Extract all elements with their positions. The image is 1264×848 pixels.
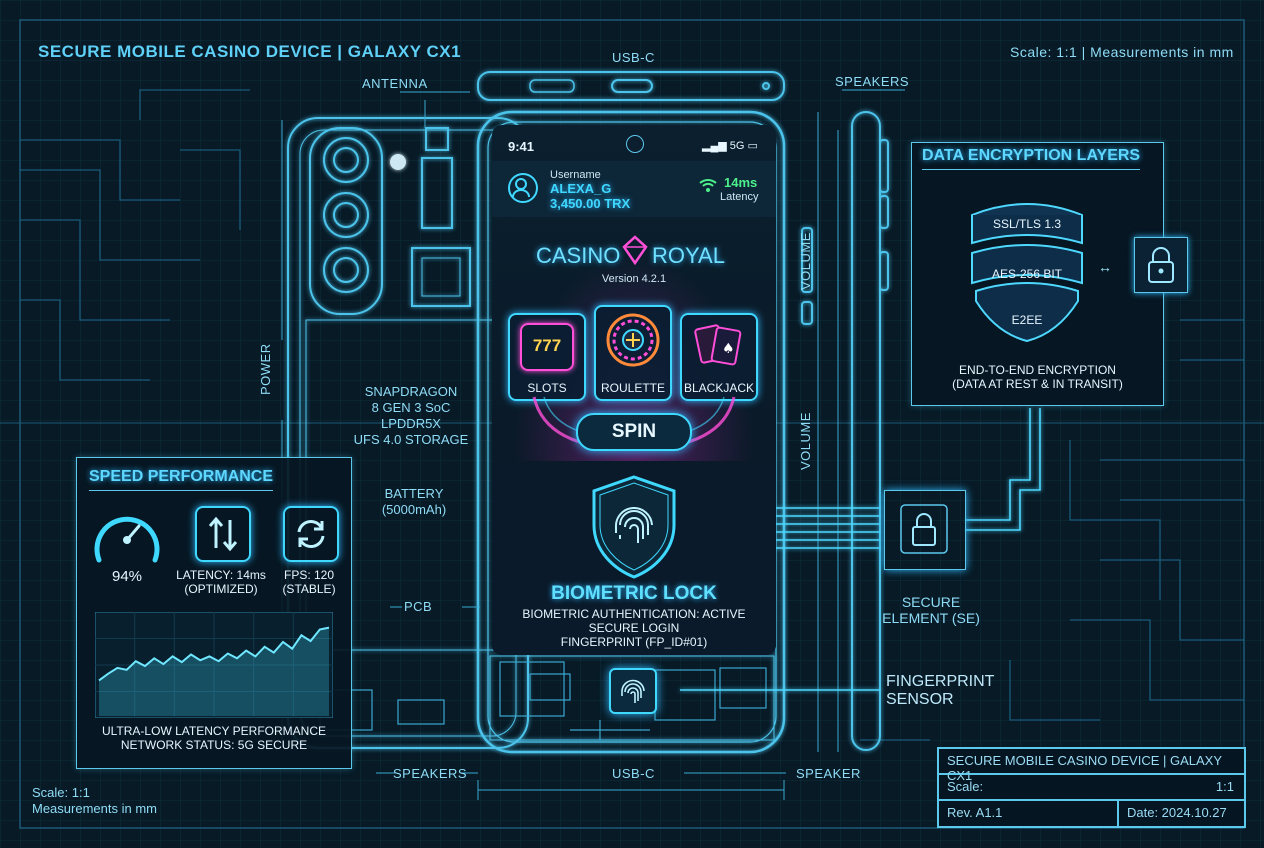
latency-value: 14ms [724,175,758,190]
layer-aes: AES-256 BIT [991,267,1063,281]
volume-down-label: VOLUME [798,412,813,470]
speakers-top-label: SPEAKERS [835,74,910,89]
app-name-left: CASINO [536,243,621,268]
encryption-lock-box [1134,237,1188,293]
username-value: ALEXA_G [550,181,612,196]
fingerprint-shield-icon[interactable] [586,473,682,581]
fps-metric: FPS: 120(STABLE) [282,568,336,596]
biometric-title: BIOMETRIC LOCK [551,583,717,604]
username-label: Username [550,169,601,181]
encryption-title: DATA ENCRYPTION LAYERS [922,147,1141,170]
latency-label: Latency [720,191,759,203]
balance-value: 3,450.00 TRX [550,196,631,211]
game-tile-blackjack[interactable]: ♠ BLACKJACK [680,313,758,401]
lock-icon [1148,247,1174,283]
power-label: POWER [258,343,273,395]
game-tile-roulette[interactable]: ROULETTE [594,305,672,401]
encryption-caption: END-TO-END ENCRYPTION(DATA AT REST & IN … [952,363,1123,391]
app-version: Version 4.2.1 [601,273,667,285]
status-signal: ▂▄▆ 5G ▭ [702,140,758,152]
updown-arrows-icon [195,506,251,562]
title-block-date: Date: 2024.10.27 [1118,800,1245,827]
speakers-bottom-label: SPEAKERS [393,766,468,781]
secure-element-chip [884,490,966,570]
title-block-scale-row: Scale: 1:1 [938,774,1245,800]
speed-title: SPEED PERFORMANCE [89,468,274,491]
fingerprint-sensor[interactable] [609,668,657,714]
gauge-icon [94,516,160,563]
phone-screen: 9:41 ▂▄▆ 5G ▭ Username ALEXA_G 3,450.00 … [492,125,776,655]
user-icon[interactable] [508,173,538,203]
status-time: 9:41 [508,139,535,154]
graph-area [99,627,329,716]
game-label-slots: SLOTS [527,381,567,395]
title-block-rev: Rev. A1.1 [938,800,1118,827]
usbc-bottom-label: USB-C [612,766,655,781]
app-name-right: ROYAL [652,243,725,268]
latency-metric: LATENCY: 14ms(OPTIMIZED) [176,568,266,596]
slot-machine-icon: 777 [520,323,574,371]
wifi-icon [698,177,718,196]
user-bar: Username ALEXA_G 3,450.00 TRX 14ms Laten… [492,161,776,217]
battery-label: BATTERY(5000mAh) [381,486,447,517]
game-label-blackjack: BLACKJACK [683,381,755,395]
spin-button[interactable]: SPIN [576,413,692,451]
antenna-label: ANTENNA [362,76,428,91]
title-block: SECURE MOBILE CASINO DEVICE | GALAXY CX1… [937,747,1246,828]
layer-e2ee: E2EE [1011,313,1043,327]
cards-icon: ♠ [694,324,742,366]
layer-ssl: SSL/TLS 1.3 [992,217,1062,231]
graph-line [98,626,330,682]
arrow-double: ↔ [1098,259,1112,275]
page-title: SECURE MOBILE CASINO DEVICE | GALAXY CX1 [38,42,462,61]
roulette-icon [606,313,660,367]
game-label-roulette: ROULETTE [600,381,665,395]
encryption-panel: DATA ENCRYPTION LAYERS SSL/TLS 1.3 AES-2… [911,142,1188,406]
scale-note-top: Scale: 1:1 | Measurements in mm [1010,44,1234,60]
gauge-value: 94% [111,568,143,585]
title-block-title: SECURE MOBILE CASINO DEVICE | GALAXY CX1 [938,748,1245,783]
front-camera-icon [626,135,644,153]
game-tile-slots[interactable]: 777 SLOTS [508,313,586,401]
svg-text:♠: ♠ [722,341,735,357]
usbc-top-label: USB-C [612,50,655,65]
refresh-icon [283,506,339,562]
diamond-logo-icon [622,235,648,270]
speed-panel: SPEED PERFORMANCE 94% LATENCY: 14ms(OPTI… [76,457,352,769]
encryption-layers-icon [971,203,1083,343]
fingerprint-icon [621,679,645,703]
lock-icon [900,504,948,554]
performance-graph [95,612,333,718]
volume-up-label: VOLUME [798,232,813,290]
speaker-bottom-right-label: SPEAKER [796,766,861,781]
pcb-label: PCB [404,599,433,614]
